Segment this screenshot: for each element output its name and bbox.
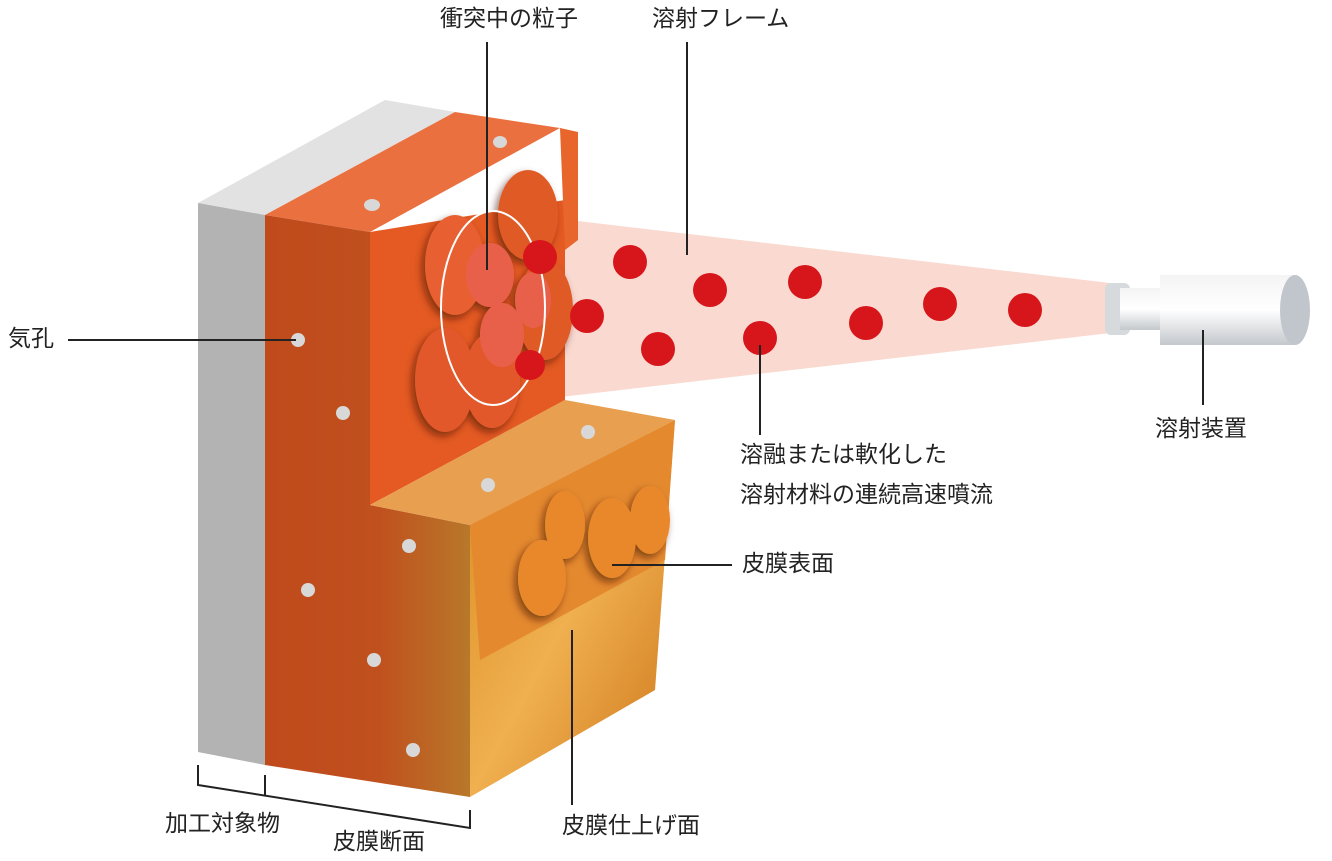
leader-lines bbox=[68, 42, 1204, 830]
substrate-front bbox=[198, 203, 265, 765]
spray-particles bbox=[515, 240, 1042, 380]
collision-highlight bbox=[440, 210, 546, 406]
spray-gun-icon bbox=[1105, 275, 1310, 345]
label-workpiece: 加工対象物 bbox=[165, 811, 280, 837]
label-spray-flame: 溶射フレーム bbox=[652, 6, 790, 32]
splats bbox=[415, 170, 670, 616]
label-coating-finish-surface: 皮膜仕上げ面 bbox=[562, 813, 700, 839]
label-stream-line1: 溶融または軟化した bbox=[740, 442, 947, 468]
lower-block-top bbox=[370, 400, 675, 525]
label-coating-cross-section: 皮膜断面 bbox=[333, 829, 425, 855]
label-stream-line2: 溶射材料の連続高速噴流 bbox=[740, 482, 993, 508]
substrate-top bbox=[198, 100, 455, 215]
label-spray-device: 溶射装置 bbox=[1155, 416, 1247, 442]
label-pore: 気孔 bbox=[8, 326, 54, 352]
label-colliding-particles: 衝突中の粒子 bbox=[440, 6, 578, 32]
coating-front bbox=[265, 215, 470, 797]
label-coating-surface: 皮膜表面 bbox=[742, 551, 834, 577]
pores bbox=[291, 136, 595, 757]
upper-block-side bbox=[560, 128, 578, 250]
